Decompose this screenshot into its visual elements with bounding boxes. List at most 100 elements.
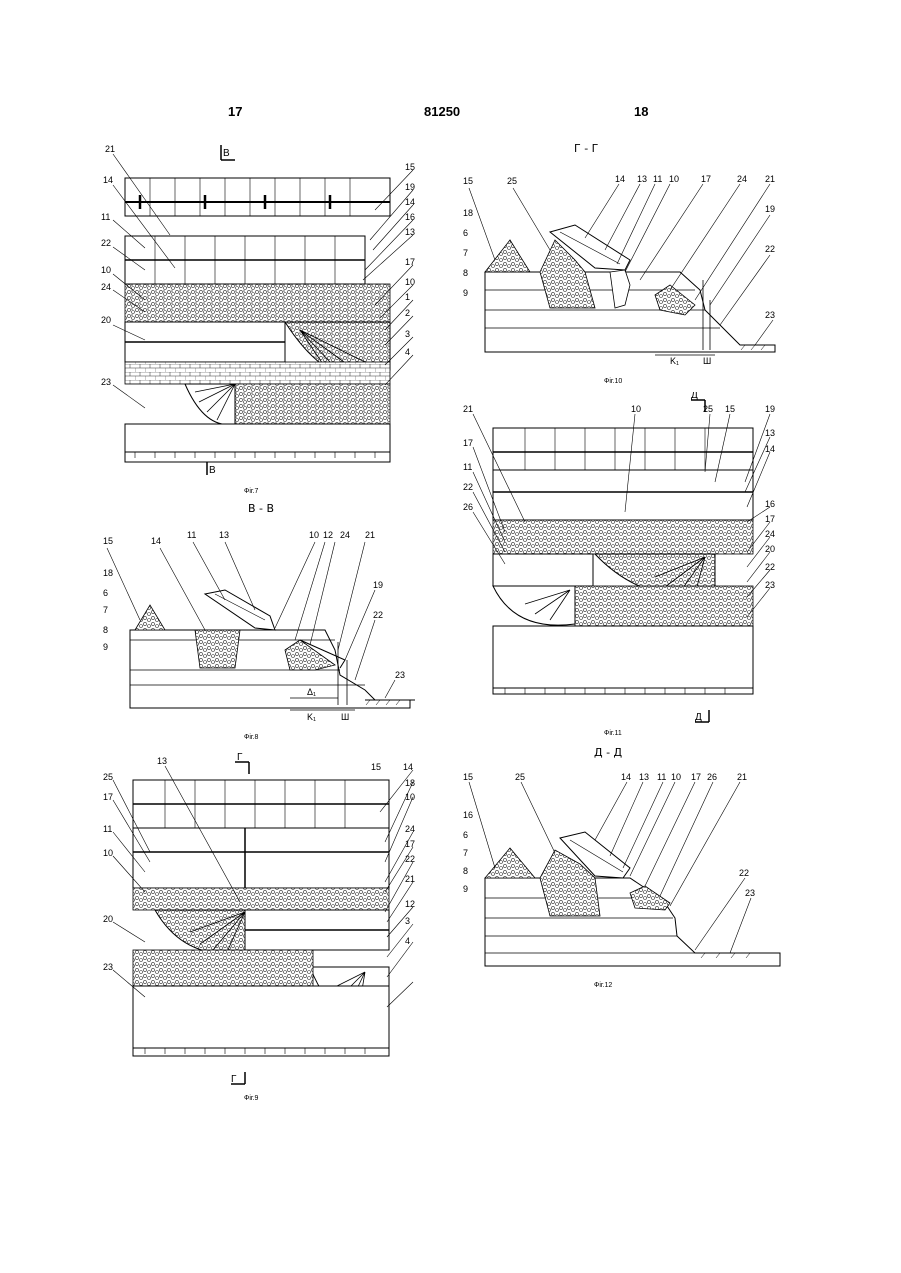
- fig8-label: 9: [103, 642, 108, 652]
- fig9-label: 14: [403, 762, 413, 772]
- fig10-label: 15: [463, 176, 473, 186]
- fig8-dim: K₁: [307, 712, 316, 722]
- fig11-label: 21: [463, 404, 473, 414]
- fig9-label: 17: [103, 792, 113, 802]
- fig9-label: 10: [405, 792, 415, 802]
- fig11-label: 23: [765, 580, 775, 590]
- fig11-label: 20: [765, 544, 775, 554]
- figure-9-drawing: 13 15 14 25 17 11 10 18 10 24 17 22 20 2…: [95, 752, 425, 1092]
- fig11-caption: Фіг.11: [604, 730, 622, 737]
- fig10-label: 21: [765, 174, 775, 184]
- fig10-label: 13: [637, 174, 647, 184]
- fig7-label: 13: [405, 227, 415, 237]
- fig8-label: 10: [309, 530, 319, 540]
- fig11-label: 17: [765, 514, 775, 524]
- fig10-dim: Ш: [703, 356, 711, 366]
- fig9-label: 4: [405, 936, 410, 946]
- fig12-label: 16: [463, 810, 473, 820]
- right-page-number: 18: [634, 104, 648, 119]
- fig11-label: 19: [765, 404, 775, 414]
- fig10-caption: Фіг.10: [604, 378, 622, 385]
- fig8-label: 24: [340, 530, 350, 540]
- fig9-label: 24: [405, 824, 415, 834]
- figure-7-drawing: 21 14 11 22 10 24 20 23 15 19 14 16 13 1…: [95, 140, 425, 490]
- fig10-title: Г - Г: [574, 142, 598, 155]
- fig12-label: 22: [739, 868, 749, 878]
- fig12-label: 10: [671, 772, 681, 782]
- fig7-label: 11: [101, 212, 110, 222]
- fig11-label: 24: [765, 529, 775, 539]
- fig12-label: 25: [515, 772, 525, 782]
- fig10-label: 11: [653, 174, 662, 184]
- fig12-label: 7: [463, 848, 468, 858]
- fig7-label: 19: [405, 182, 415, 192]
- fig11-label: 15: [725, 404, 735, 414]
- fig12-label: 23: [745, 888, 755, 898]
- fig8-label: 13: [219, 530, 229, 540]
- fig9-label: 21: [405, 874, 415, 884]
- fig10-dim: K₁: [670, 356, 679, 366]
- fig7-label: 3: [405, 329, 410, 339]
- fig10-label: 7: [463, 248, 468, 258]
- fig7-section-mark-bottom: В: [209, 465, 216, 476]
- fig10-label: 17: [701, 174, 711, 184]
- fig12-label: 8: [463, 866, 468, 876]
- fig11-label: 22: [463, 482, 473, 492]
- fig9-label: 23: [103, 962, 113, 972]
- fig12-label: 6: [463, 830, 468, 840]
- figure-12-drawing: 15 25 14 13 11 10 17 26 21 16 6 7 8 9 22…: [455, 768, 785, 978]
- fig8-label: 19: [373, 580, 383, 590]
- fig12-label: 26: [707, 772, 717, 782]
- fig8-label: 21: [365, 530, 375, 540]
- figure-9: 13 15 14 25 17 11 10 18 10 24 17 22 20 2…: [95, 752, 425, 1092]
- fig8-label: 11: [187, 530, 196, 540]
- figure-11: 21 10 25 15 19 17 13 11 14 22 26 16 17 2…: [455, 392, 785, 727]
- fig9-label: 12: [405, 899, 415, 909]
- fig9-label: 15: [371, 762, 381, 772]
- figure-8-drawing: 15 14 11 13 10 12 24 21 18 6 7 8 9 19 22…: [95, 520, 425, 730]
- fig7-label: 15: [405, 162, 415, 172]
- fig8-label: 7: [103, 605, 108, 615]
- fig11-label: 11: [463, 462, 472, 472]
- fig7-label: 17: [405, 257, 415, 267]
- fig9-label: 25: [103, 772, 113, 782]
- fig7-label: 1: [405, 292, 410, 302]
- figure-8: 15 14 11 13 10 12 24 21 18 6 7 8 9 19 22…: [95, 520, 425, 730]
- fig12-label: 14: [621, 772, 631, 782]
- fig8-title: В - В: [248, 502, 274, 515]
- fig8-label: 8: [103, 625, 108, 635]
- fig9-caption: Фіг.9: [244, 1095, 258, 1102]
- fig10-label: 23: [765, 310, 775, 320]
- figure-11-drawing: 21 10 25 15 19 17 13 11 14 22 26 16 17 2…: [455, 392, 785, 727]
- fig8-label: 6: [103, 588, 108, 598]
- fig10-label: 19: [765, 204, 775, 214]
- fig10-label: 25: [507, 176, 517, 186]
- fig9-label: 13: [157, 756, 167, 766]
- figure-10: 15 25 14 13 11 10 17 24 21 18 6 7 8 9 19…: [455, 160, 785, 370]
- fig8-caption: Фіг.8: [244, 734, 258, 741]
- fig11-label: 10: [631, 404, 641, 414]
- fig8-label: 15: [103, 536, 113, 546]
- fig8-dim: Ш: [341, 712, 349, 722]
- fig11-label: 25: [703, 404, 713, 414]
- fig12-label: 15: [463, 772, 473, 782]
- figure-12: 15 25 14 13 11 10 17 26 21 16 6 7 8 9 22…: [455, 768, 785, 978]
- fig11-label: 16: [765, 499, 775, 509]
- fig10-label: 18: [463, 208, 473, 218]
- fig11-label: 14: [765, 444, 775, 454]
- fig9-label: 3: [405, 916, 410, 926]
- fig7-label: 14: [103, 175, 113, 185]
- fig10-label: 22: [765, 244, 775, 254]
- patent-number: 81250: [424, 104, 460, 119]
- fig7-label: 14: [405, 197, 415, 207]
- fig7-label: 20: [101, 315, 111, 325]
- fig7-label: 23: [101, 377, 111, 387]
- fig8-label: 23: [395, 670, 405, 680]
- fig7-label: 16: [405, 212, 415, 222]
- fig9-label: 17: [405, 839, 415, 849]
- fig10-label: 8: [463, 268, 468, 278]
- fig7-section-mark-top: В: [223, 148, 230, 159]
- fig7-label: 4: [405, 347, 410, 357]
- fig7-label: 22: [101, 238, 111, 248]
- fig10-label: 10: [669, 174, 679, 184]
